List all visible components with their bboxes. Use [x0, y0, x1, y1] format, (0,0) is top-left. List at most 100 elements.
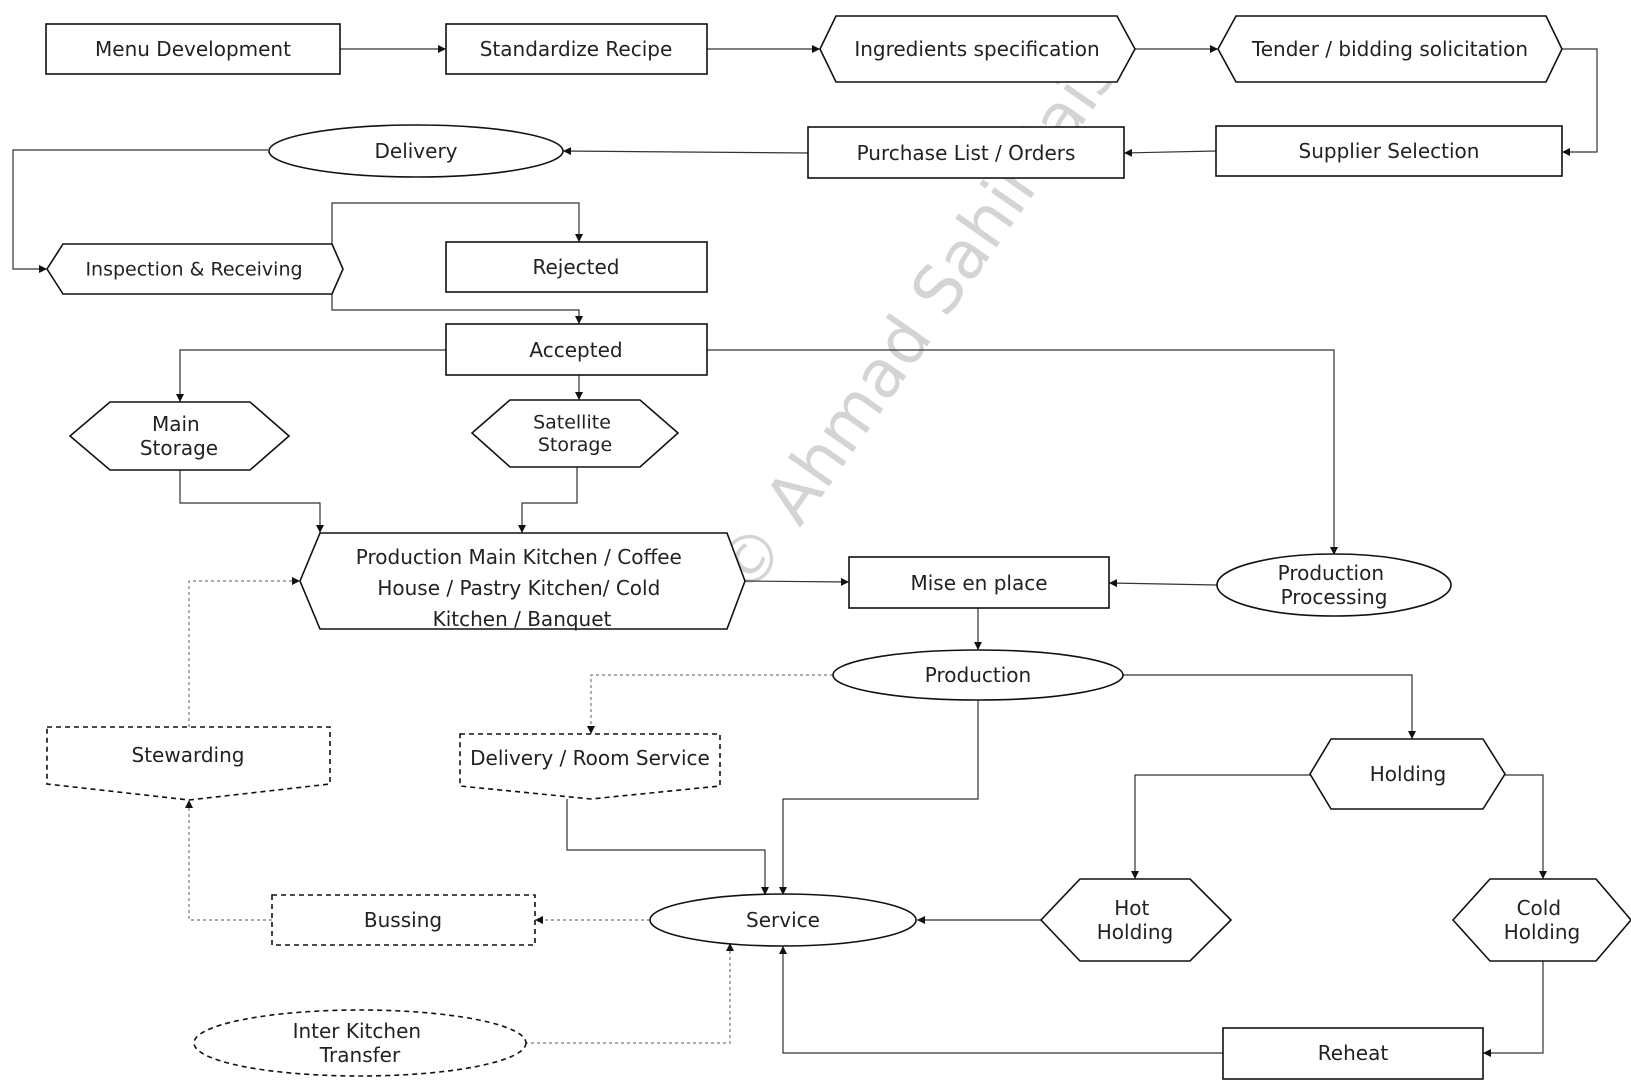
edge-transfer-to-service — [525, 943, 734, 1044]
node-purchase-list-orders-label: Purchase List / Orders — [857, 141, 1076, 165]
connectors — [12, 45, 1598, 1057]
watermark: © Ahmad Sahir Jais — [700, 36, 1133, 608]
node-standardize-recipe-label: Standardize Recipe — [480, 37, 673, 61]
node-main-storage-label-line-1: Main — [152, 412, 200, 436]
node-reheat: Reheat — [1222, 1027, 1484, 1080]
node-bussing-label-line: Bussing — [364, 908, 442, 932]
edge-reheat-to-service — [779, 946, 1223, 1054]
edge-satellite-storage-to-kitchens — [518, 467, 578, 533]
node-main-storage-label-line-2: Storage — [140, 436, 218, 460]
node-ingredients-specification: Ingredients specification — [819, 15, 1136, 83]
node-hot-holding-label: Hot Holding — [1097, 896, 1173, 944]
node-cold-holding-label-line-2: Holding — [1504, 920, 1580, 944]
node-inspection-receiving-label-line: Inspection & Receiving — [85, 259, 302, 281]
edge-supplier-to-purchase — [1123, 148, 1217, 157]
node-bussing: Bussing — [271, 894, 536, 946]
node-holding-label: Holding — [1370, 762, 1446, 786]
edge-cold-holding-to-reheat — [1483, 961, 1544, 1057]
node-mise-en-place: Mise en place — [848, 556, 1110, 609]
node-production-kitchens-label-line-1: Production Main Kitchen / Coffee — [356, 545, 682, 569]
node-mise-en-place-label-line: Mise en place — [910, 571, 1047, 595]
node-satellite-storage-label-line-2: Storage — [538, 434, 612, 456]
node-reheat-label-line: Reheat — [1318, 1041, 1389, 1065]
node-rejected: Rejected — [445, 241, 708, 293]
node-production-kitchens-label-line-2: House / Pastry Kitchen/ Cold — [377, 576, 660, 600]
node-delivery-label-line: Delivery — [374, 139, 457, 163]
node-delivery-room-service-label: Delivery / Room Service — [470, 746, 710, 770]
node-delivery-room-service-label-line: Delivery / Room Service — [470, 746, 710, 770]
edge-production-to-room-service — [587, 674, 833, 734]
node-inspection-receiving: Inspection & Receiving — [46, 243, 344, 295]
node-supplier-selection-label: Supplier Selection — [1299, 139, 1480, 163]
node-production-processing-label-line-2: Processing — [1281, 585, 1388, 609]
node-accepted-label: Accepted — [529, 338, 622, 362]
node-ingredients-specification-label: Ingredients specification — [854, 37, 1099, 61]
node-service: Service — [649, 893, 917, 947]
node-cold-holding-label-line-1: Cold — [1517, 896, 1561, 920]
node-stewarding-label-line: Stewarding — [132, 743, 245, 767]
node-inspection-receiving-label: Inspection & Receiving — [85, 259, 302, 281]
node-menu-development: Menu Development — [45, 23, 341, 75]
node-satellite-storage-label: Satellite Storage — [533, 411, 617, 456]
edge-accepted-to-production-processing — [707, 349, 1338, 555]
node-bussing-label: Bussing — [364, 908, 442, 932]
node-delivery-label: Delivery — [374, 139, 457, 163]
node-production-kitchens-label-line-3: Kitchen / Banquet — [433, 607, 612, 631]
node-main-storage: Main Storage — [68, 401, 291, 471]
node-production-kitchens-label: Production Main Kitchen / Coffee House /… — [356, 545, 688, 631]
node-production-label: Production — [925, 663, 1031, 687]
node-menu-development-label-line: Menu Development — [95, 37, 291, 61]
node-accepted: Accepted — [445, 323, 708, 376]
node-stewarding-label: Stewarding — [132, 743, 245, 767]
edge-holding-to-hot-holding — [1131, 774, 1311, 879]
edge-processing-to-mise-en-place — [1108, 579, 1218, 588]
edge-accepted-to-main-storage — [176, 349, 446, 402]
node-hot-holding-label-line-1: Hot — [1114, 896, 1149, 920]
edge-inspection-to-accepted — [331, 293, 583, 324]
edge-kitchens-to-mise-en-place — [744, 577, 850, 586]
edge-tender-to-supplier — [1562, 48, 1598, 156]
node-standardize-recipe-label-line: Standardize Recipe — [480, 37, 673, 61]
node-production-processing-label-line-1: Production — [1278, 561, 1384, 585]
node-service-label: Service — [746, 908, 820, 932]
node-supplier-selection: Supplier Selection — [1215, 125, 1563, 177]
node-menu-development-label: Menu Development — [95, 37, 291, 61]
node-reheat-label: Reheat — [1318, 1041, 1389, 1065]
node-hot-holding: Hot Holding — [1039, 878, 1233, 962]
node-inter-kitchen-transfer-label-line-1: Inter Kitchen — [293, 1019, 421, 1043]
node-stewarding: Stewarding — [46, 726, 331, 801]
node-inter-kitchen-transfer-label: Inter Kitchen Transfer — [293, 1019, 428, 1067]
node-production-processing-label: Production Processing — [1278, 561, 1391, 609]
node-holding-label-line: Holding — [1370, 762, 1446, 786]
node-production-label-line: Production — [925, 663, 1031, 687]
node-tender-bidding-solicitation: Tender / bidding solicitation — [1217, 15, 1563, 83]
node-supplier-selection-label-line: Supplier Selection — [1299, 139, 1480, 163]
edge-stewarding-to-kitchens — [188, 577, 300, 727]
edge-inspection-to-rejected — [331, 202, 583, 244]
node-inter-kitchen-transfer-label-line-2: Transfer — [319, 1043, 401, 1067]
edge-delivery-to-inspection — [12, 149, 268, 273]
edge-purchase-to-delivery — [562, 147, 809, 156]
edge-main-storage-to-kitchens — [179, 470, 324, 533]
node-production: Production — [832, 649, 1124, 701]
node-hot-holding-label-line-2: Holding — [1097, 920, 1173, 944]
node-service-label-line: Service — [746, 908, 820, 932]
node-standardize-recipe: Standardize Recipe — [445, 23, 708, 75]
node-main-storage-label: Main Storage — [140, 412, 218, 460]
node-tender-bidding-solicitation-label-line: Tender / bidding solicitation — [1251, 37, 1528, 61]
node-satellite-storage: Satellite Storage — [470, 399, 680, 468]
node-rejected-label-line: Rejected — [532, 255, 619, 279]
node-purchase-list-orders: Purchase List / Orders — [807, 126, 1125, 179]
node-production-kitchens: Production Main Kitchen / Coffee House /… — [299, 532, 746, 631]
node-cold-holding-label: Cold Holding — [1504, 896, 1580, 944]
edge-production-to-holding — [1122, 674, 1416, 739]
edge-production-to-service — [779, 700, 979, 895]
edge-bussing-to-stewarding — [185, 800, 272, 921]
edge-room-service-to-service — [566, 799, 769, 895]
node-ingredients-specification-label-line: Ingredients specification — [854, 37, 1099, 61]
node-delivery-room-service: Delivery / Room Service — [459, 733, 721, 800]
node-tender-bidding-solicitation-label: Tender / bidding solicitation — [1251, 37, 1528, 61]
node-rejected-label: Rejected — [532, 255, 619, 279]
node-accepted-label-line: Accepted — [529, 338, 622, 362]
